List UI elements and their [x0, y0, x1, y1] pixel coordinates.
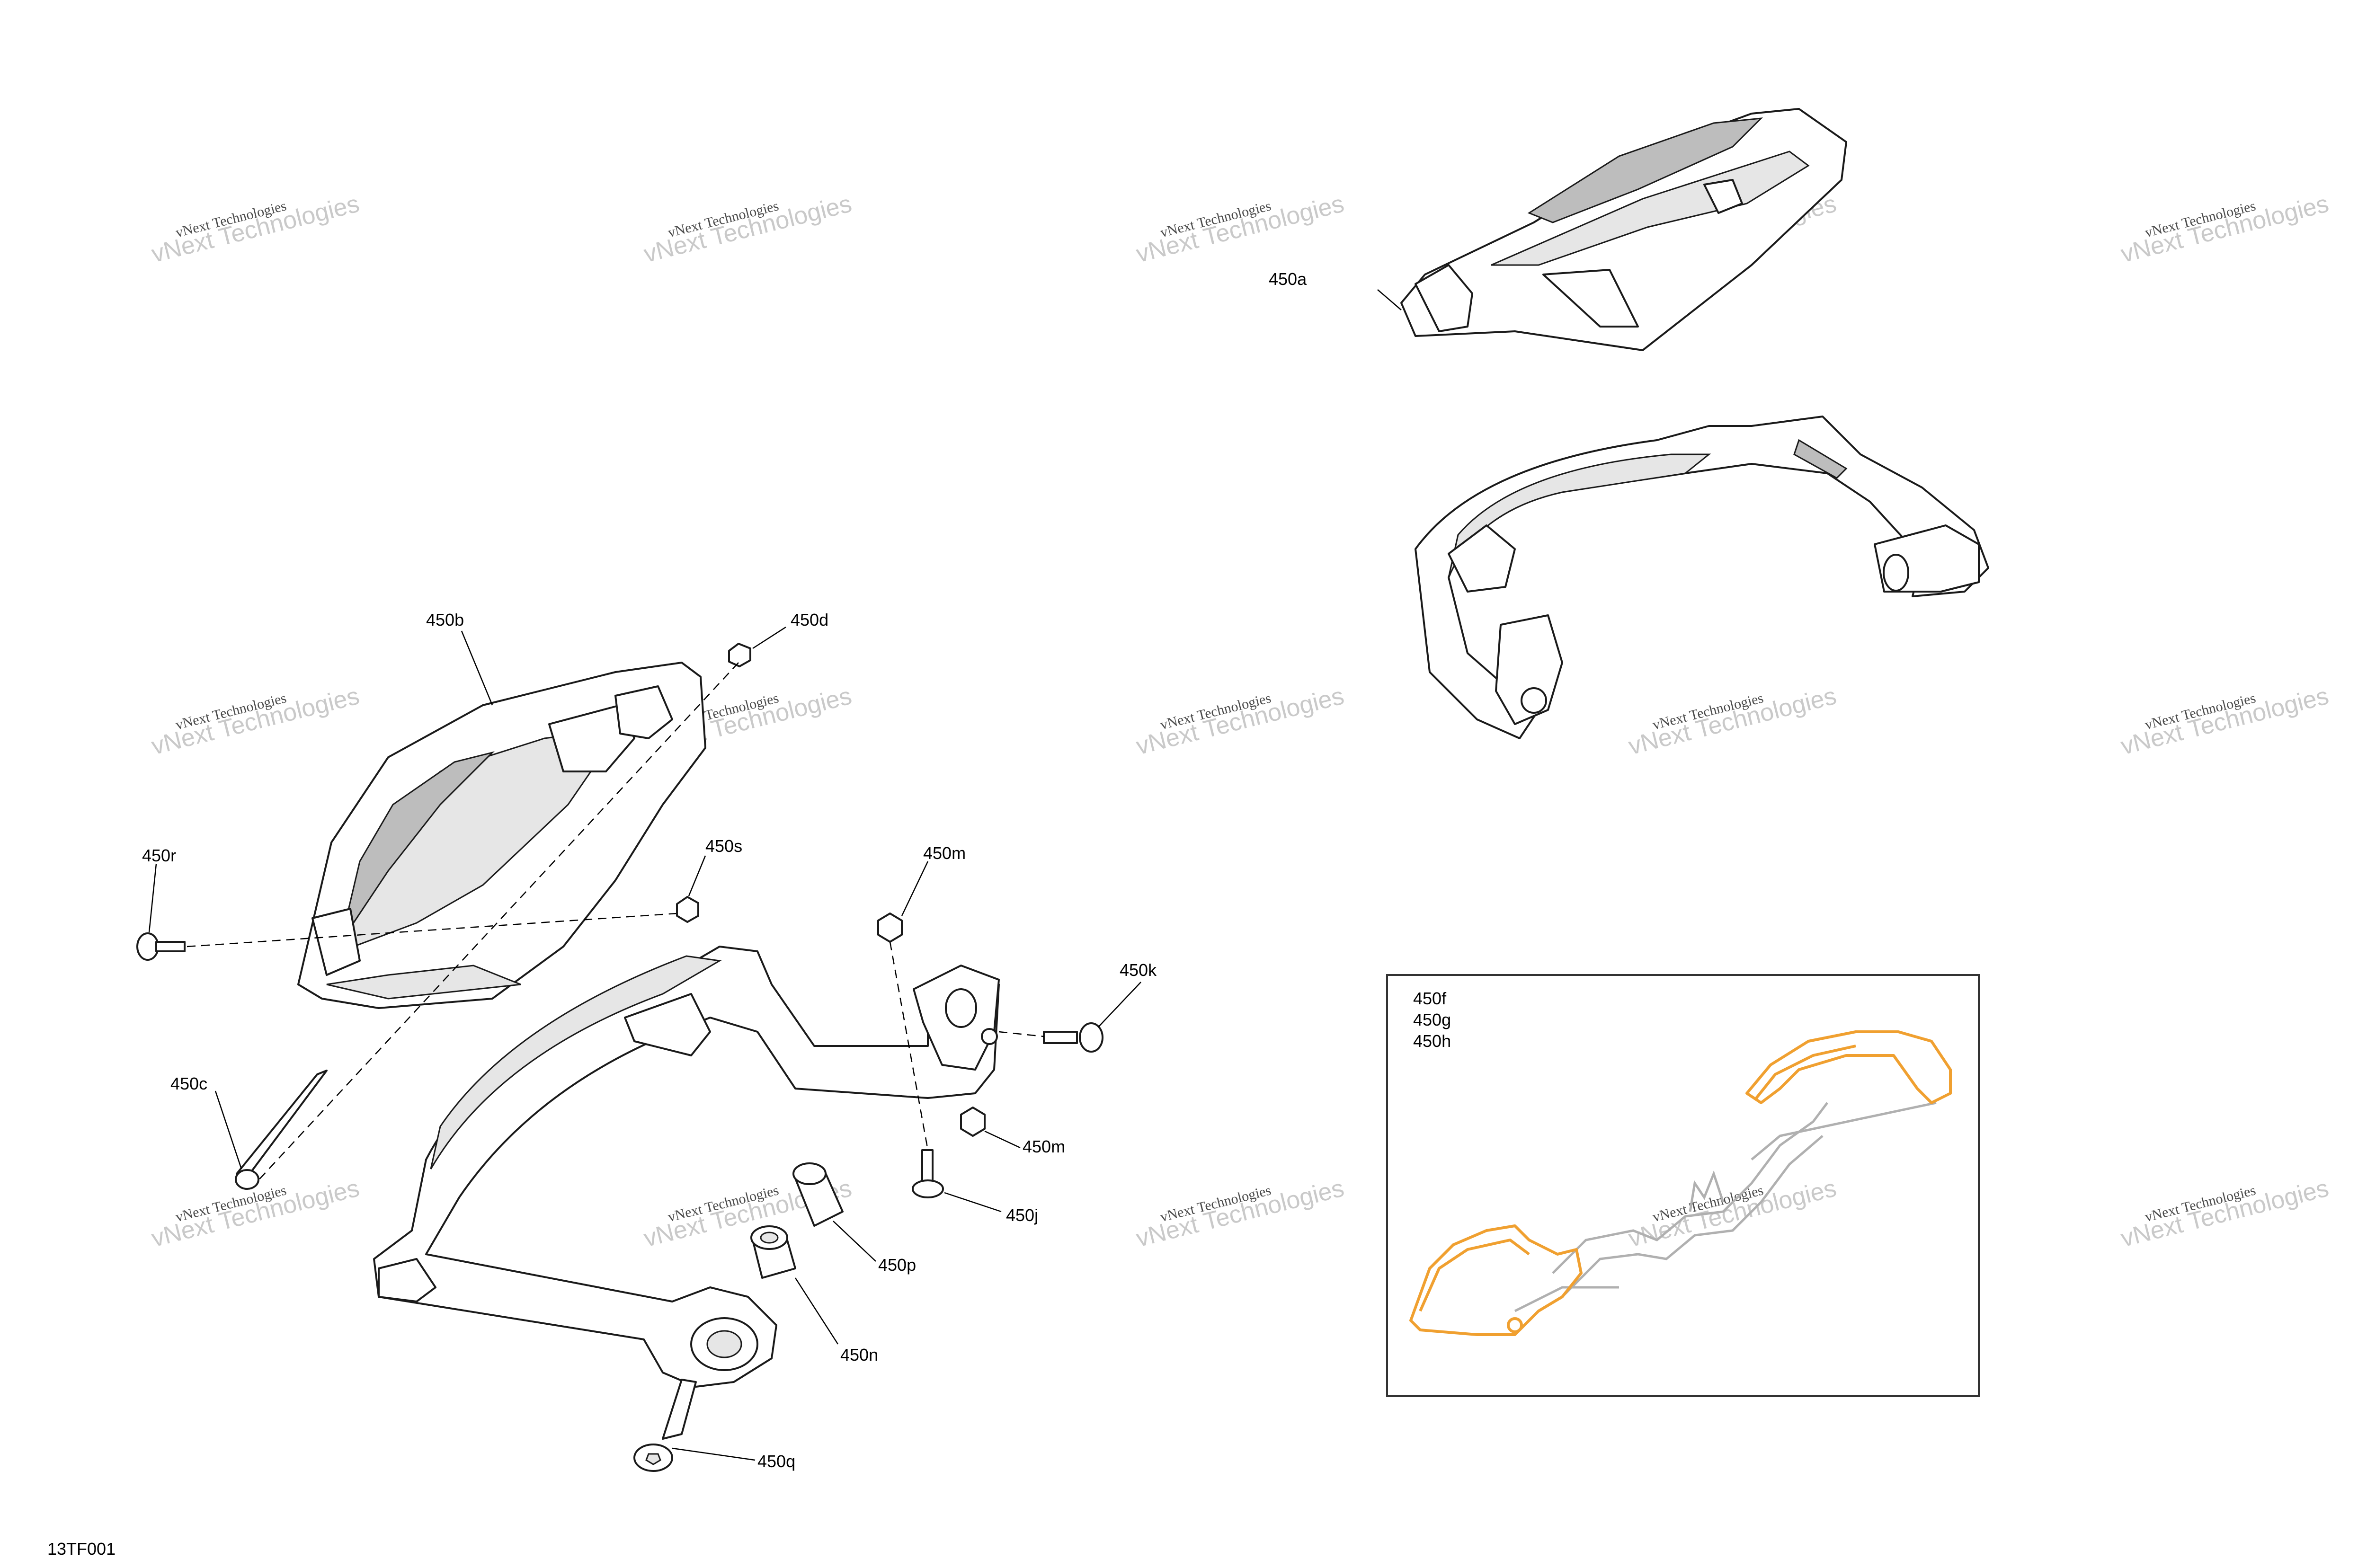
inset-label-450g: 450g — [1413, 1010, 1451, 1029]
screw-450k — [1043, 1022, 1103, 1053]
handguard-shield-assembled — [1400, 108, 1847, 351]
inset-label-450h: 450h — [1413, 1031, 1451, 1051]
callout-450m-bottom: 450m — [1023, 1137, 1065, 1156]
bolt-450c — [235, 1070, 328, 1190]
callout-450j: 450j — [1006, 1205, 1038, 1225]
leader-450c — [214, 1090, 242, 1169]
leader-450d — [752, 626, 786, 649]
right-handguard-highlight — [1745, 1030, 1952, 1104]
left-handguard-highlight — [1409, 1224, 1583, 1336]
spacer-450n — [750, 1225, 796, 1279]
callout-450s: 450s — [705, 836, 742, 856]
shield-450b — [297, 662, 706, 1009]
callout-450q: 450q — [757, 1452, 795, 1471]
axis-450k — [998, 1031, 1044, 1037]
callout-450p: 450p — [878, 1255, 916, 1275]
nut-450m-top — [877, 912, 903, 943]
nut-450s — [676, 896, 699, 923]
axis-450r-450s — [187, 912, 677, 948]
callout-450k: 450k — [1120, 960, 1157, 980]
callout-450b: 450b — [426, 610, 464, 629]
callout-450a: 450a — [1269, 269, 1307, 289]
leader-450p — [833, 1221, 876, 1262]
callout-450c: 450c — [170, 1074, 207, 1093]
nut-450m-bottom — [960, 1107, 986, 1137]
leader-450n — [794, 1277, 839, 1345]
sleeve-450p — [792, 1162, 844, 1227]
callout-450r: 450r — [142, 846, 176, 865]
handguard-frame-assembled — [1415, 416, 1989, 739]
bolt-450j — [912, 1149, 944, 1198]
leader-450m-top — [901, 861, 929, 916]
inset-frame — [1386, 974, 1980, 1397]
axis-450c-450d — [255, 662, 739, 1184]
leader-450b — [461, 630, 493, 706]
leader-450a — [1377, 289, 1402, 310]
callout-450n: 450n — [840, 1345, 878, 1364]
handguard-frame-exploded — [373, 946, 1000, 1388]
leader-450s — [688, 855, 706, 896]
axis-450m-450j — [889, 941, 929, 1151]
bolt-450q — [633, 1379, 697, 1472]
leader-450k — [1098, 982, 1141, 1028]
leader-450r — [148, 863, 157, 933]
inset-label-450f: 450f — [1413, 989, 1447, 1008]
leader-450q — [672, 1447, 756, 1461]
callout-450d: 450d — [791, 610, 828, 629]
inset-highlighted-handguards — [1409, 1030, 1952, 1336]
leader-450j — [944, 1192, 1002, 1213]
leader-450m-bottom — [984, 1130, 1021, 1149]
nut-450d — [728, 643, 751, 667]
callout-450m-top: 450m — [923, 843, 966, 863]
figure-code: 13TF001 — [47, 1539, 116, 1559]
inset-handlebar-assembly — [1514, 1101, 1937, 1312]
screw-450r — [136, 932, 186, 961]
